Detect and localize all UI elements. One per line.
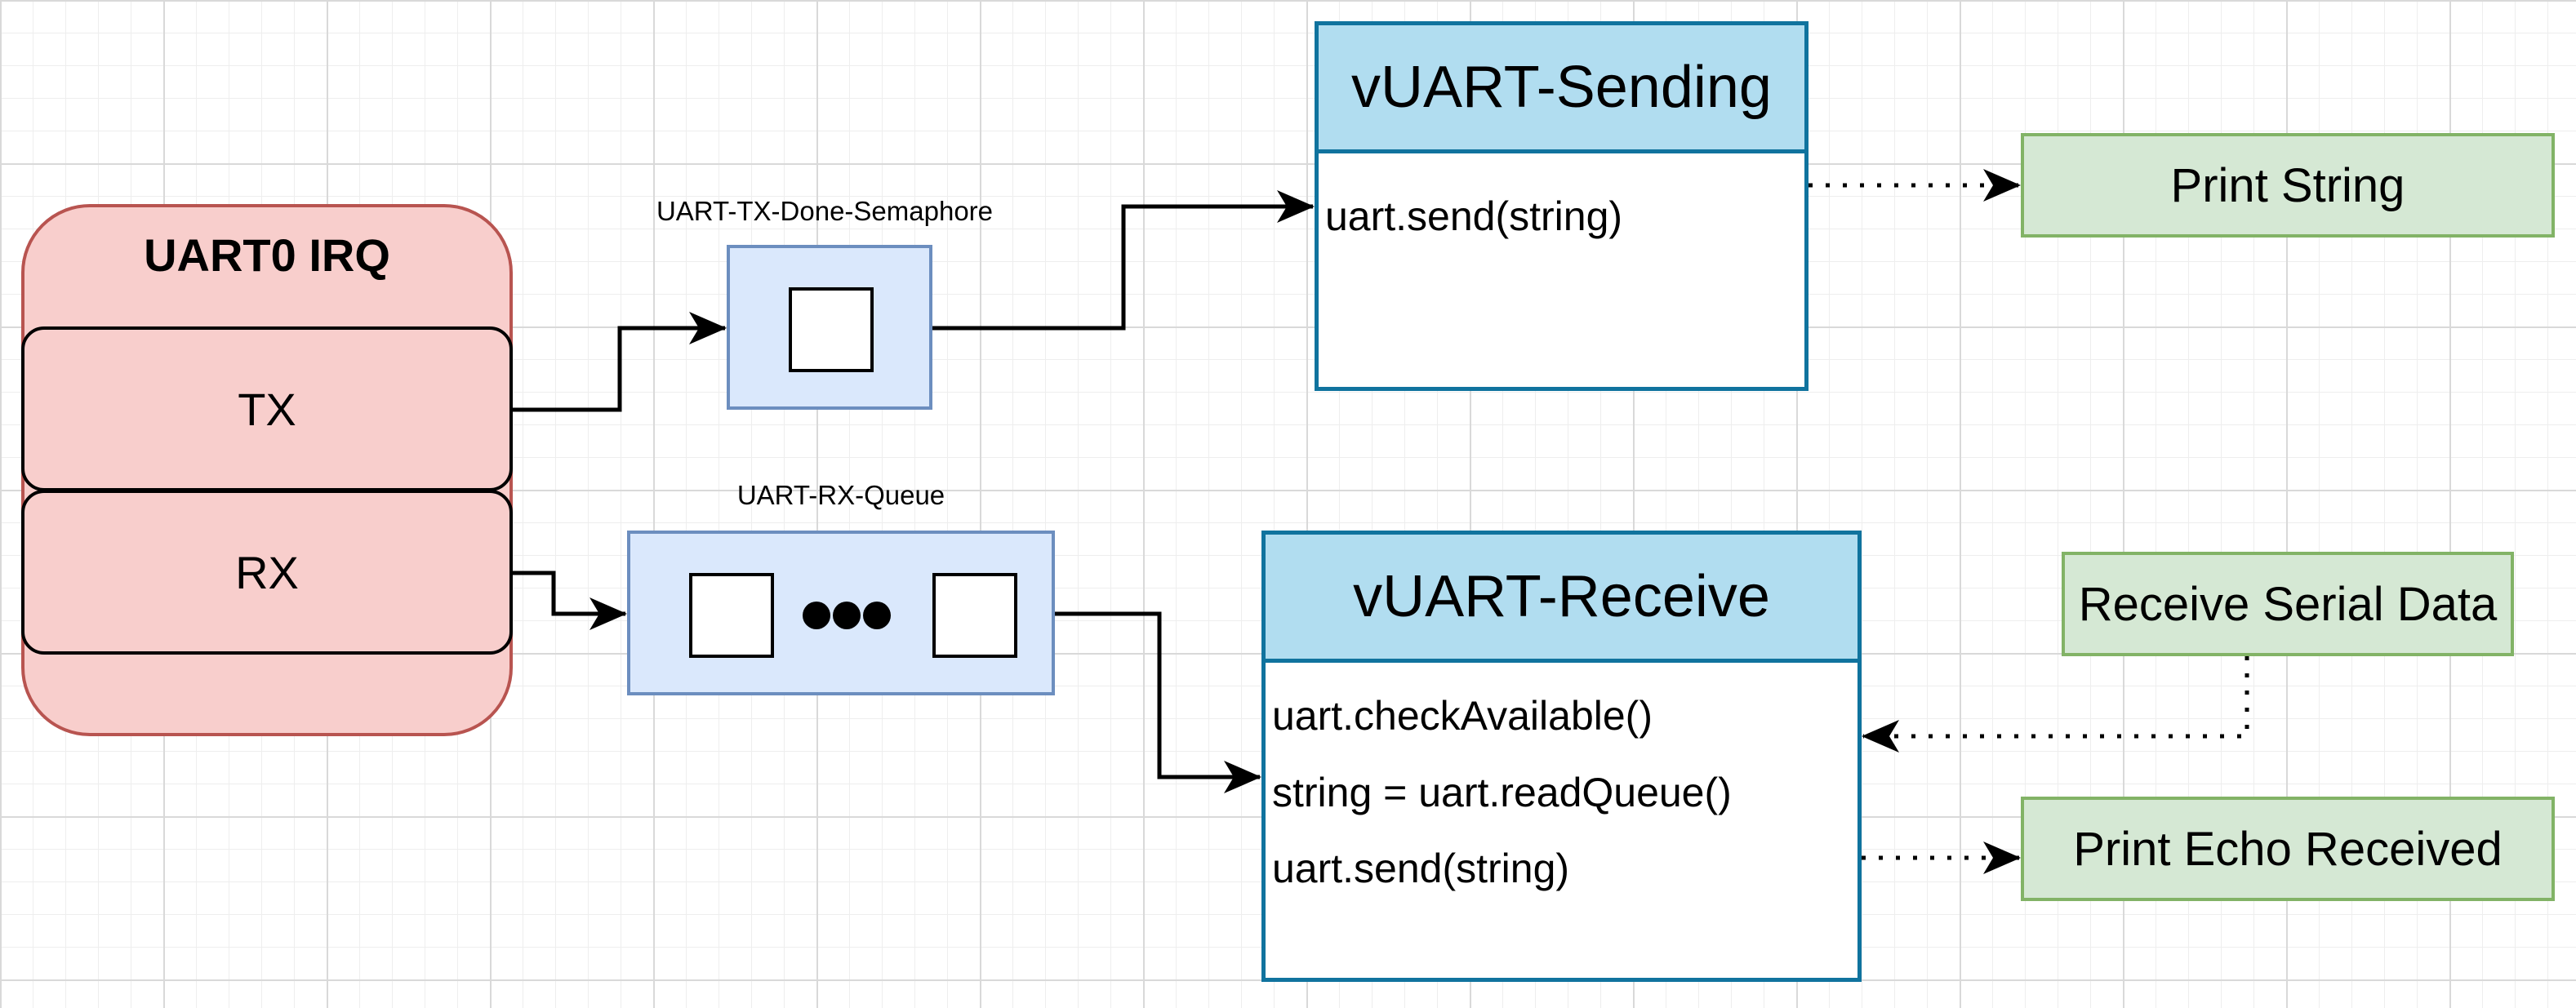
rx-queue[interactable] [627,531,1055,695]
note-receive-serial-label: Receive Serial Data [2078,577,2498,631]
uart0-irq-title: UART0 IRQ [144,229,390,281]
vuart-sending-title: vUART-Sending [1351,55,1772,120]
note-print-echo[interactable]: Print Echo Received [2021,797,2555,901]
vuart-receive-header: vUART-Receive [1266,535,1857,663]
vuart-sending-header: vUART-Sending [1319,25,1804,153]
receive-method-check: uart.checkAvailable() [1272,693,1653,739]
receive-method-send: uart.send(string) [1272,846,1570,891]
note-print-string[interactable]: Print String [2021,133,2555,238]
irq-rx-block[interactable]: RX [21,490,513,655]
serial-to-receive-arrow [1862,656,2249,753]
vuart-receive-title: vUART-Receive [1353,564,1770,629]
semaphore-label: UART-TX-Done-Semaphore [656,196,994,226]
queue-label: UART-RX-Queue [736,480,945,510]
tx-done-semaphore[interactable] [727,245,932,410]
ellipsis-icon [802,597,892,633]
irq-rx-label: RX [235,546,299,598]
queue-slot-last [932,573,1017,658]
note-print-echo-label: Print Echo Received [2073,822,2503,876]
vuart-receive-task[interactable]: vUART-Receive uart.checkAvailable() stri… [1261,531,1862,982]
semaphore-slot [789,287,874,372]
receive-method-read: string = uart.readQueue() [1272,770,1732,815]
note-print-string-label: Print String [2170,158,2405,212]
note-receive-serial[interactable]: Receive Serial Data [2062,552,2514,656]
semaphore-to-sending-arrow [932,190,1315,331]
queue-to-receive-arrow [1055,611,1261,793]
vuart-sending-task[interactable]: vUART-Sending uart.send(string) [1315,21,1809,391]
irq-tx-label: TX [238,383,296,435]
sending-method-send: uart.send(string) [1325,193,1623,239]
queue-slot-first [689,573,774,658]
rx-to-queue-arrow [513,571,627,630]
tx-to-semaphore-arrow [513,312,727,412]
